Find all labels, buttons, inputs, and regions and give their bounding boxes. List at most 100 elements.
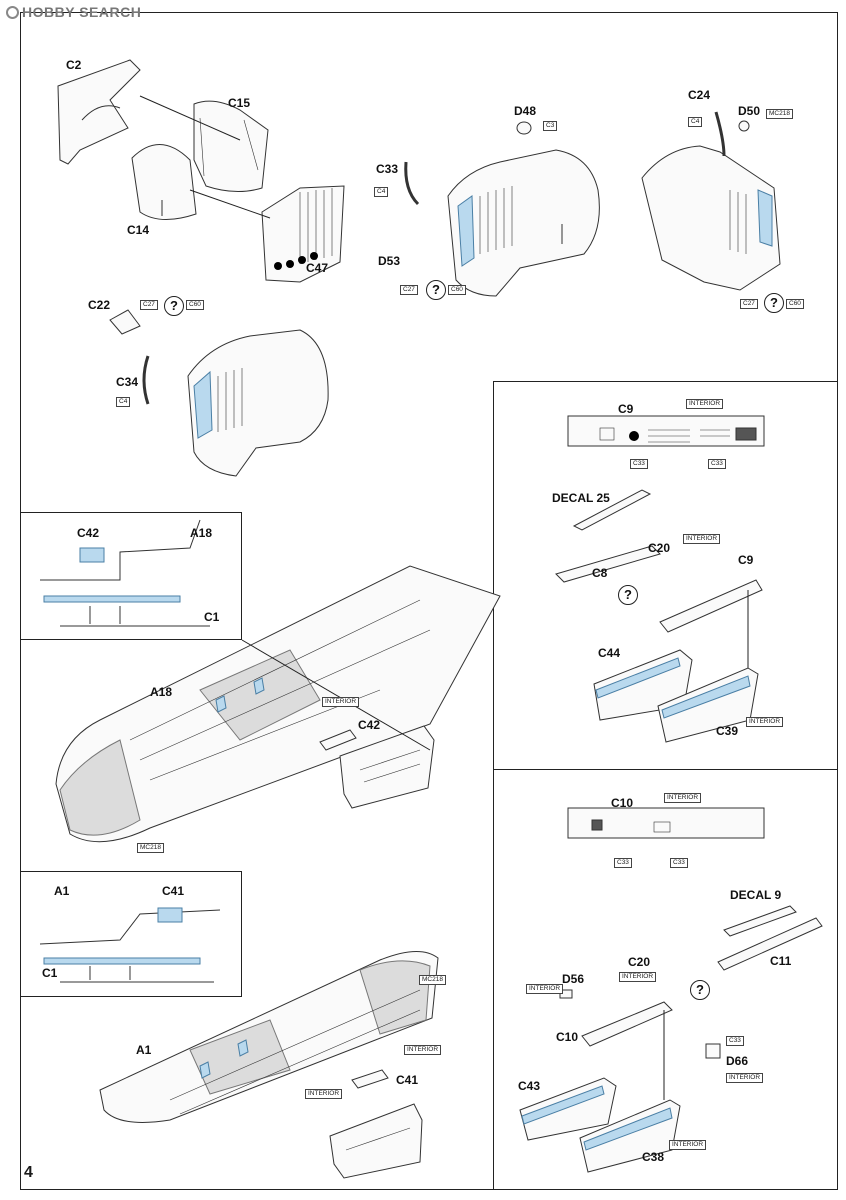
part-c15-drawing [193,100,269,192]
ref-interior-a1-a: INTERIOR [404,1045,442,1055]
inset-a18-detail [20,512,242,640]
ref-mc218-a1: MC218 [419,975,446,985]
label-c41: C41 [396,1073,419,1087]
decal25-drawing [572,489,652,531]
watermark-ring-icon [6,5,19,19]
label-c34: C34 [116,375,139,389]
ref-c27-a: C27 [400,285,418,295]
part-c2-drawing [57,59,141,165]
label-c44: C44 [598,646,621,660]
ref-interior-d56: INTERIOR [526,984,564,994]
part-c43-drawing [519,1077,617,1141]
ref-interior-c20-a: INTERIOR [683,534,721,544]
label-c9-top: C9 [618,402,634,416]
label-decal9: DECAL 9 [730,888,782,902]
label-c42-inset: C42 [77,526,100,540]
part-c10-console-drawing [581,1001,673,1047]
ref-c33-c10-a: C33 [614,858,632,868]
cockpit-tub-left-drawing [447,149,600,297]
part-c38-drawing [579,1099,681,1173]
label-a1-inset: A1 [54,884,70,898]
label-a18-inset: A18 [190,526,213,540]
label-c1-inset-a: C1 [204,610,220,624]
label-c20-a: C20 [648,541,671,555]
label-c10-top: C10 [611,796,634,810]
part-c39-drawing [657,667,759,743]
watermark: HOBBY SEARCH [6,4,141,20]
part-c11-drawing [717,917,823,971]
label-c20-b: C20 [628,955,651,969]
watermark-text: HOBBY SEARCH [22,4,142,20]
ref-interior-a18: INTERIOR [322,697,360,707]
ref-c4-right: C4 [688,117,703,127]
ref-interior-a1-b: INTERIOR [305,1089,343,1099]
label-c2: C2 [66,58,82,72]
ref-c33-d66: C33 [726,1036,744,1046]
label-c24: C24 [688,88,711,102]
inset-a18-section-drawing [40,519,210,627]
label-c9: C9 [738,553,754,567]
question-mark-e: ? [690,980,710,1000]
decal9-drawing [723,905,797,937]
ref-interior-c39: INTERIOR [746,717,784,727]
inset-a1-detail [20,871,242,997]
label-d66: D66 [726,1054,749,1068]
label-c39: C39 [716,724,739,738]
part-c14-drawing [131,144,197,220]
label-c10: C10 [556,1030,579,1044]
label-a18: A18 [150,685,173,699]
ref-interior-c10: INTERIOR [664,793,702,803]
part-c47-drawing [261,185,345,283]
label-d48: D48 [514,104,537,118]
label-c15: C15 [228,96,251,110]
question-mark-d: ? [618,585,638,605]
ref-c27-b: C27 [740,299,758,309]
label-c43: C43 [518,1079,541,1093]
page-number: 4 [24,1164,33,1181]
part-c8-drawing [555,545,661,583]
ref-mc218-a18: MC218 [137,843,164,853]
part-c9-panel-drawing [567,415,765,447]
question-mark-a: ? [426,280,446,300]
label-c38: C38 [642,1150,665,1164]
label-c42: C42 [358,718,381,732]
ref-c3: C3 [543,121,558,131]
part-c41-sidewall-drawing [329,1103,423,1179]
ref-c4-mid: C4 [116,397,131,407]
ref-c60-b: C60 [786,299,804,309]
ref-interior-d66: INTERIOR [726,1073,764,1083]
label-c8: C8 [592,566,608,580]
inset-a1-section-drawing [39,907,221,983]
part-c42-sidewall-drawing [339,725,435,809]
ref-interior-c9: INTERIOR [686,399,724,409]
label-c41-inset: C41 [162,884,185,898]
label-c47: C47 [306,261,329,275]
question-mark-c: ? [164,296,184,316]
ref-c33-c10-b: C33 [670,858,688,868]
label-c11: C11 [770,954,792,968]
ref-c33-c9-a: C33 [630,459,648,469]
label-d53: D53 [378,254,401,268]
ref-mc218-top: MC218 [766,109,793,119]
cockpit-tub-mid-drawing [109,309,329,477]
label-c22: C22 [88,298,111,312]
question-mark-b: ? [764,293,784,313]
ref-c60-a: C60 [448,285,466,295]
label-decal25: DECAL 25 [552,491,610,505]
ref-interior-c38: INTERIOR [669,1140,707,1150]
label-d50: D50 [738,104,761,118]
part-c9-console-drawing [659,579,763,633]
ref-c27-c: C27 [140,300,158,310]
panel-c10-step [493,769,838,1190]
label-c14: C14 [127,223,150,237]
ref-c4-top: C4 [374,187,389,197]
ref-c33-c9-b: C33 [708,459,726,469]
ref-interior-c20-b: INTERIOR [619,972,657,982]
label-d56: D56 [562,972,585,986]
fuselage-a1-drawing [99,951,439,1123]
label-a1: A1 [136,1043,152,1057]
ref-c60-c: C60 [186,300,204,310]
cockpit-tub-right-drawing [641,145,781,291]
label-c1-inset-b: C1 [42,966,58,980]
